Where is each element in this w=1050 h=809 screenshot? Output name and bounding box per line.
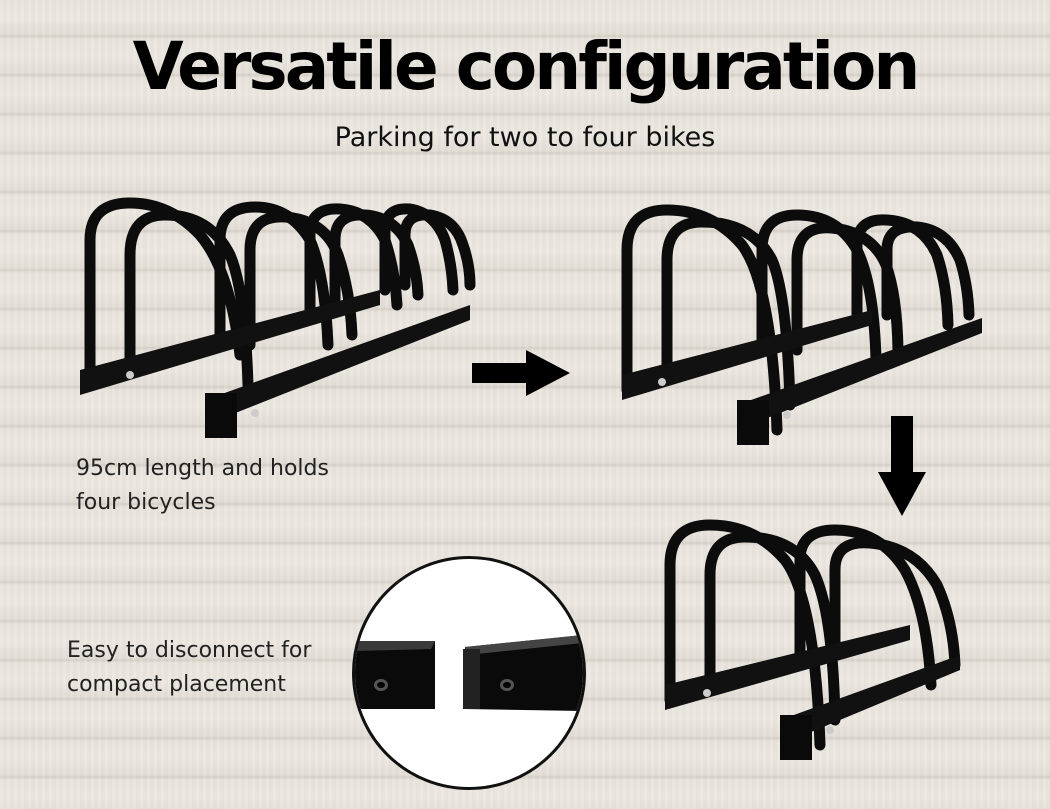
- four-bike-rack-image: [80, 197, 476, 438]
- page-subtitle: Parking for two to four bikes: [334, 122, 716, 153]
- arrow-right-icon: [472, 350, 570, 396]
- tube-connector-icon: [355, 635, 583, 711]
- three-bike-rack-image: [621, 204, 982, 445]
- two-bike-rack-image: [664, 519, 961, 760]
- connector-detail-image: [352, 556, 586, 790]
- length-caption: 95cm length and holds four bicycles: [76, 456, 329, 515]
- disconnect-caption: Easy to disconnect for compact placement: [67, 638, 312, 697]
- arrow-down-icon: [878, 416, 926, 516]
- page-title: Versatile configuration: [132, 28, 921, 105]
